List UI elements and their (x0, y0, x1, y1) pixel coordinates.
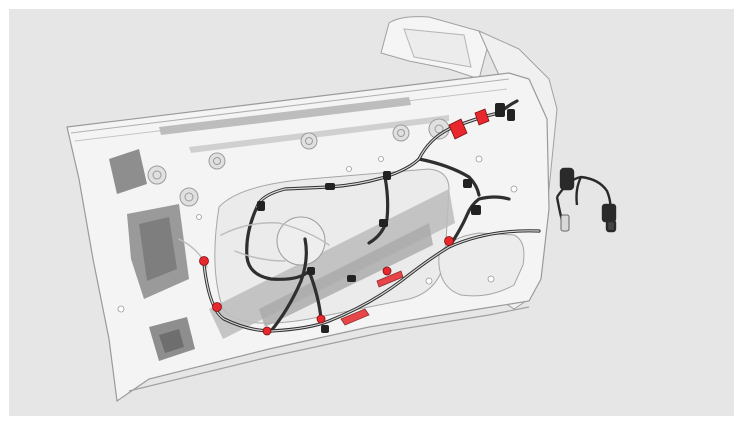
diagram-frame (9, 9, 734, 416)
highlighted-parts (199, 108, 490, 336)
external-connector (555, 167, 617, 233)
harness-clips (257, 103, 515, 333)
clip-5 (382, 266, 392, 276)
clip-6 (444, 236, 454, 246)
clip-2 (212, 302, 222, 312)
connector-top-right (474, 108, 490, 126)
tape-right (376, 270, 404, 288)
clip-3 (262, 326, 272, 336)
wiring-harness (178, 99, 541, 333)
door-panel (66, 72, 550, 403)
clip-4 (316, 314, 326, 324)
clip-1 (199, 256, 209, 266)
connector-top-left (448, 118, 468, 140)
door-harness-illustration (66, 16, 617, 403)
tape-center (340, 308, 370, 326)
